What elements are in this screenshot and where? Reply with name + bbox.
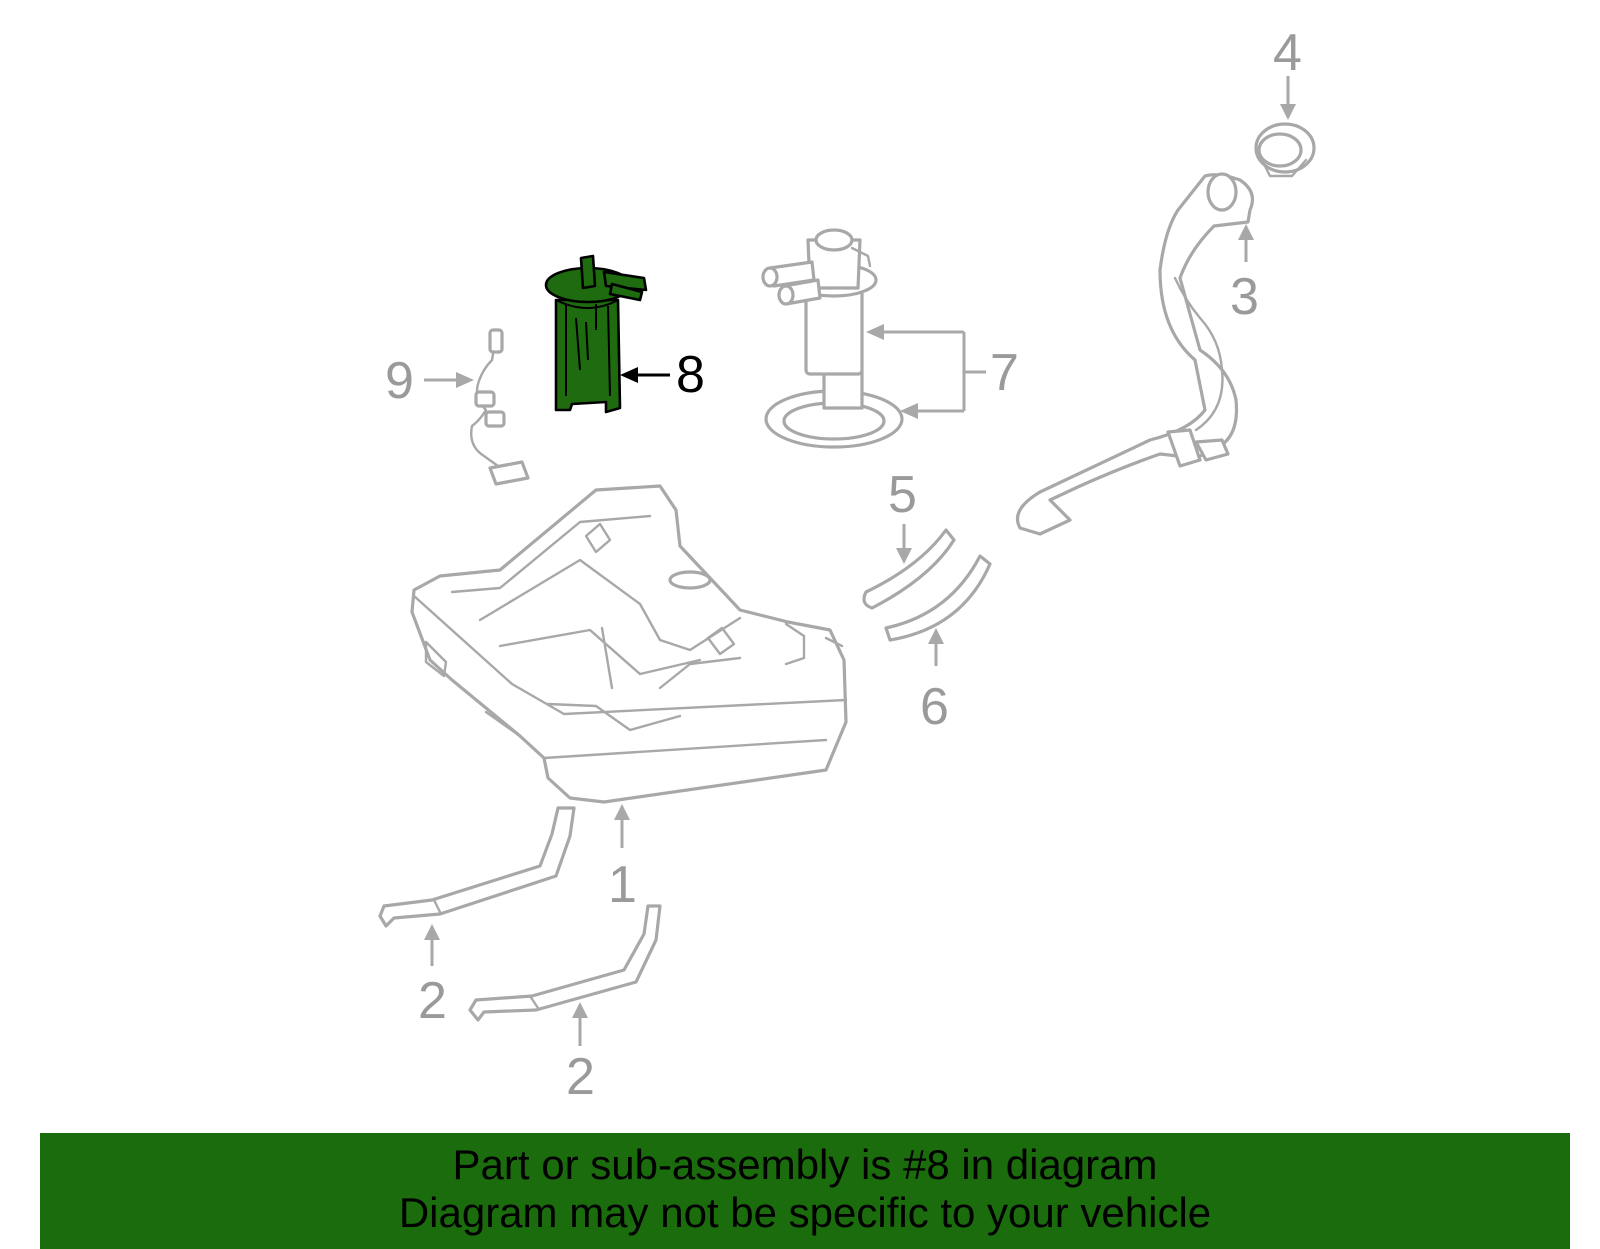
- info-banner: Part or sub-assembly is #8 in diagram Di…: [40, 1133, 1570, 1249]
- filler-neck: [1015, 172, 1254, 536]
- callout-2-upper: 2: [418, 972, 447, 1030]
- callout-5: 5: [888, 466, 917, 524]
- callout-8: 8: [676, 346, 705, 404]
- callout-6: 6: [920, 678, 949, 736]
- hose-6: [884, 554, 992, 642]
- banner-line-disclaimer: Diagram may not be specific to your vehi…: [398, 1189, 1212, 1236]
- callout-1: 1: [608, 856, 637, 914]
- wiring-harness: [470, 328, 530, 486]
- fuel-pump-module: [761, 228, 904, 449]
- callout-2-lower: 2: [566, 1048, 595, 1106]
- tank-strap-lower: [468, 904, 662, 1022]
- fuel-tank: [410, 484, 848, 804]
- banner-line-part: Part or sub-assembly is #8 in diagram: [452, 1141, 1158, 1188]
- callout-4: 4: [1273, 24, 1302, 82]
- parts-diagram: 4 3 7 8 9 5 6 1 2 2: [378, 24, 1316, 1106]
- callout-3: 3: [1230, 268, 1259, 326]
- fuel-pump-assembly-highlighted: [544, 254, 648, 414]
- tank-strap-upper: [378, 806, 576, 928]
- callout-7: 7: [990, 344, 1019, 402]
- fuel-cap: [1254, 122, 1316, 178]
- hose-5: [862, 528, 956, 610]
- callout-9: 9: [385, 352, 414, 410]
- leader-lines: [424, 76, 1296, 1046]
